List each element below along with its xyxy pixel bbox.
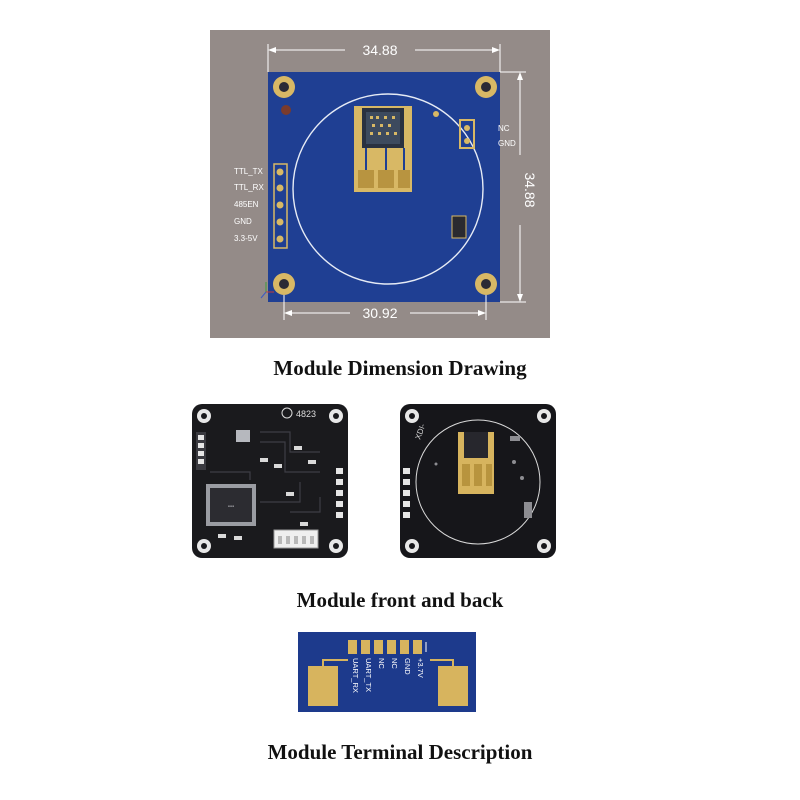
hole-spacing-label: 30.92 bbox=[362, 305, 397, 321]
terminal-pad-right bbox=[438, 666, 468, 706]
left-pin-label: TTL_TX bbox=[234, 167, 264, 176]
terminal-pad-left bbox=[308, 666, 338, 706]
terminal-pin-label: NC bbox=[390, 658, 399, 669]
terminal-pin-label: GND bbox=[403, 658, 412, 675]
left-pin-label: 3.3-5V bbox=[234, 234, 258, 243]
front-back-caption: Module front and back bbox=[296, 588, 504, 612]
component-chip bbox=[451, 215, 467, 239]
terminal-caption: Module Terminal Description bbox=[267, 740, 533, 764]
terminal-pin-label: +3.7V bbox=[416, 658, 425, 678]
width-label: 34.88 bbox=[362, 42, 397, 58]
module-back-photo: XDI- bbox=[398, 402, 558, 560]
terminal-pins bbox=[348, 640, 422, 654]
dimension-drawing-caption: Module Dimension Drawing bbox=[273, 356, 527, 380]
height-label: 34.88 bbox=[522, 172, 538, 207]
front-right-pads bbox=[336, 468, 343, 518]
back-antenna-circle bbox=[415, 419, 541, 545]
via bbox=[433, 111, 439, 117]
terminal-pin-label: UART_RX bbox=[351, 658, 360, 693]
mcu-chip: ▪▪▪ bbox=[206, 484, 256, 526]
mounting-hole-br bbox=[475, 273, 497, 295]
terminal-pin-label: NC bbox=[377, 658, 386, 669]
left-pin-label: GND bbox=[234, 217, 252, 226]
dimension-drawing-panel: NC GND TTL_TX TTL_RX 485EN GND 3.3-5V 34… bbox=[210, 30, 550, 338]
back-left-pads bbox=[403, 468, 410, 518]
smd-components bbox=[218, 446, 316, 540]
small-chip bbox=[236, 430, 250, 442]
axis-indicator-icon bbox=[260, 282, 274, 299]
marker-dot bbox=[281, 105, 291, 115]
dimension-hole-spacing bbox=[283, 295, 487, 320]
left-pin-label: 485EN bbox=[234, 200, 259, 209]
right-pin-label: GND bbox=[498, 139, 516, 148]
left-pin-header bbox=[273, 163, 288, 249]
mounting-hole-bl bbox=[273, 273, 295, 295]
bottom-connector bbox=[273, 529, 319, 549]
back-components bbox=[434, 436, 532, 518]
left-pin-label: TTL_RX bbox=[234, 183, 264, 192]
silkscreen-logo-icon bbox=[281, 407, 293, 419]
terminal-pin-label: UART_TX bbox=[364, 658, 373, 692]
module-front-photo: 4823 ▪▪▪ bbox=[190, 402, 350, 560]
dimension-height bbox=[500, 71, 526, 303]
mounting-hole-tl bbox=[273, 76, 295, 98]
right-pin-label: NC bbox=[498, 124, 510, 133]
front-silkscreen-text: 4823 bbox=[296, 409, 316, 419]
dimension-drawing: NC GND TTL_TX TTL_RX 485EN GND 3.3-5V 34… bbox=[234, 42, 538, 321]
terminal-diagram: UART_RX UART_TX NC NC GND +3.7V bbox=[298, 632, 476, 712]
front-traces bbox=[210, 431, 321, 513]
svg-text:▪▪▪: ▪▪▪ bbox=[228, 504, 234, 510]
front-pcb bbox=[192, 404, 348, 558]
dimension-width bbox=[267, 44, 501, 72]
antenna-circle bbox=[292, 93, 484, 285]
back-radar-sensor bbox=[458, 432, 494, 494]
mounting-hole-tr bbox=[475, 76, 497, 98]
right-connector bbox=[459, 119, 475, 149]
radar-sensor bbox=[354, 106, 412, 192]
front-left-header bbox=[196, 432, 206, 470]
